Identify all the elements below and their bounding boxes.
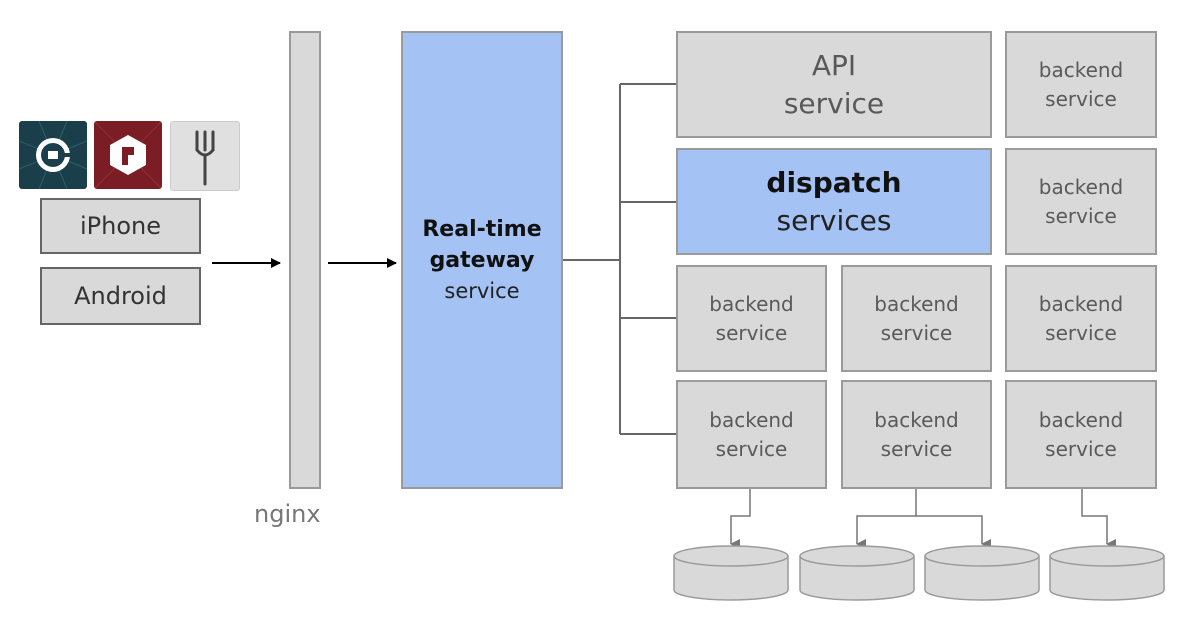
backend-service: backend service: [676, 380, 827, 489]
gateway-title-line3: service: [444, 278, 520, 303]
database-2: [799, 545, 915, 601]
backend-line2: service: [1045, 203, 1117, 228]
realtime-gateway-service: Real-time gateway service: [401, 31, 563, 489]
backend-line2: service: [1045, 436, 1117, 461]
api-line2: service: [783, 86, 885, 120]
dispatch-services: dispatch services: [676, 148, 992, 255]
backend-line1: backend: [874, 291, 959, 316]
backend-line2: service: [880, 436, 953, 461]
database-1: [673, 545, 789, 601]
backend-service: backend service: [1005, 265, 1157, 372]
ubereats-app-icon: [94, 121, 162, 189]
android-label: Android: [74, 282, 167, 310]
backend-line2: service: [715, 436, 788, 461]
backend-line1: backend: [1038, 407, 1124, 432]
backend-service: backend service: [1005, 148, 1157, 255]
dispatch-line1: dispatch: [766, 165, 902, 199]
backend-line1: backend: [709, 291, 794, 316]
api-line1: API: [811, 48, 857, 82]
gateway-title-line1: Real-time: [422, 216, 542, 242]
backend-line2: service: [1045, 86, 1117, 111]
backend-line2: service: [880, 320, 953, 345]
backend-service: backend service: [841, 265, 992, 372]
backend-service: backend service: [1005, 380, 1157, 489]
backend-line2: service: [715, 320, 788, 345]
api-service: API service: [676, 31, 992, 138]
database-3: [924, 545, 1040, 601]
database-4: [1049, 545, 1165, 601]
backend-service: backend service: [676, 265, 827, 372]
nginx-label: nginx: [254, 500, 321, 528]
backend-line1: backend: [1038, 174, 1124, 199]
uber-app-icon: [19, 121, 87, 189]
backend-line1: backend: [1038, 291, 1124, 316]
iphone-label: iPhone: [79, 212, 161, 240]
android-client: Android: [40, 267, 201, 325]
database-connectors: [730, 489, 1116, 549]
fork-app-icon: [170, 121, 240, 191]
dispatch-line2: services: [776, 203, 892, 237]
iphone-client: iPhone: [40, 198, 201, 254]
gateway-title-line2: gateway: [429, 247, 535, 273]
backend-service: backend service: [1005, 31, 1157, 138]
backend-line1: backend: [709, 407, 794, 432]
backend-line2: service: [1045, 320, 1117, 345]
backend-service: backend service: [841, 380, 992, 489]
nginx-bar: [289, 31, 321, 489]
backend-line1: backend: [874, 407, 959, 432]
backend-line1: backend: [1038, 57, 1124, 82]
service-connectors: [563, 83, 676, 435]
